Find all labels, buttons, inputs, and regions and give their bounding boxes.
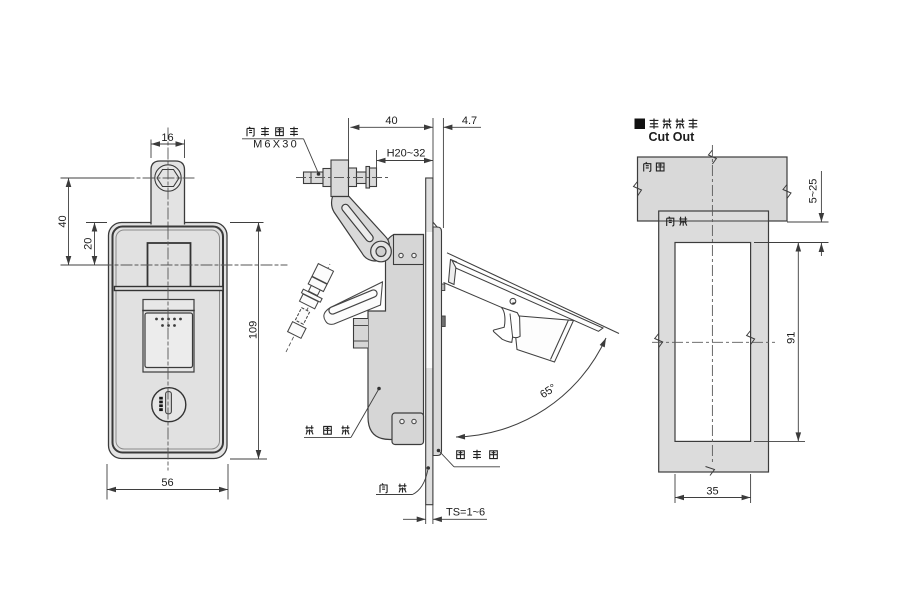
svg-text:20: 20: [83, 238, 95, 250]
svg-text:5~25: 5~25: [808, 179, 820, 204]
svg-text:TS=1~6: TS=1~6: [446, 507, 485, 519]
svg-text:109: 109: [248, 321, 260, 339]
svg-text:40: 40: [385, 115, 397, 127]
svg-text:35: 35: [706, 486, 718, 498]
svg-text:40: 40: [57, 215, 69, 227]
svg-text:16: 16: [161, 132, 173, 144]
svg-text:Cut Out: Cut Out: [649, 130, 696, 144]
svg-text:91: 91: [786, 332, 798, 344]
svg-text:56: 56: [161, 477, 173, 489]
svg-text:H20~32: H20~32: [387, 148, 426, 160]
svg-text:4.7: 4.7: [462, 115, 477, 127]
svg-text:M6X30: M6X30: [253, 139, 299, 151]
